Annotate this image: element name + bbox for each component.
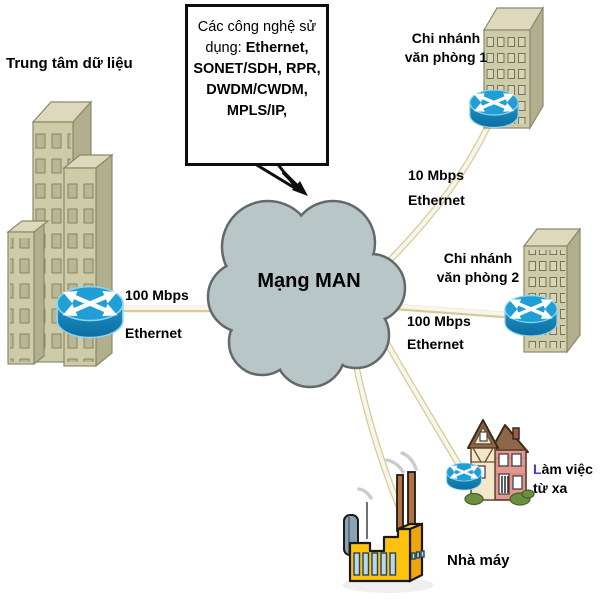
branch-office-2-label: Chi nhánh văn phòng 2 — [436, 250, 520, 285]
router-icon-data-center — [57, 287, 123, 338]
data-center-label: Trung tâm dữ liệu — [6, 55, 133, 72]
factory-label: Nhà máy — [447, 552, 510, 569]
callout-technologies-text: Ethernet, SONET/SDH, RPR, DWDM/CWDM, MPL… — [193, 40, 321, 119]
technologies-callout: Các công nghệ sử dụng: Ethernet, SONET/S… — [185, 4, 329, 166]
teleworker-label: Làm việc từ xa — [533, 461, 593, 496]
link-datacenter-speed-label: 100 Mbps Ethernet — [125, 287, 189, 341]
link-man-branch1 — [374, 124, 491, 276]
branch-office-1-label: Chi nhánh văn phòng 1 — [404, 30, 488, 65]
callout-arrow-icon — [250, 160, 308, 196]
link-branch2-speed-label: 100 Mbps Ethernet — [407, 313, 471, 352]
link-man-factory — [348, 341, 403, 511]
man-cloud-label: Mạng MAN — [257, 270, 361, 292]
house-icon — [464, 419, 535, 506]
network-cloud-icon — [206, 199, 407, 389]
router-icon-teleworker — [447, 463, 482, 490]
factory-icon — [342, 451, 434, 593]
router-icon-branch1 — [470, 90, 518, 127]
link-man-teleworker — [381, 336, 465, 472]
callout-intro-text: Các công nghệ sử dụng: — [197, 19, 317, 56]
link-branch1-speed-label: 10 Mbps Ethernet — [408, 167, 465, 208]
router-icon-branch2 — [505, 296, 557, 336]
